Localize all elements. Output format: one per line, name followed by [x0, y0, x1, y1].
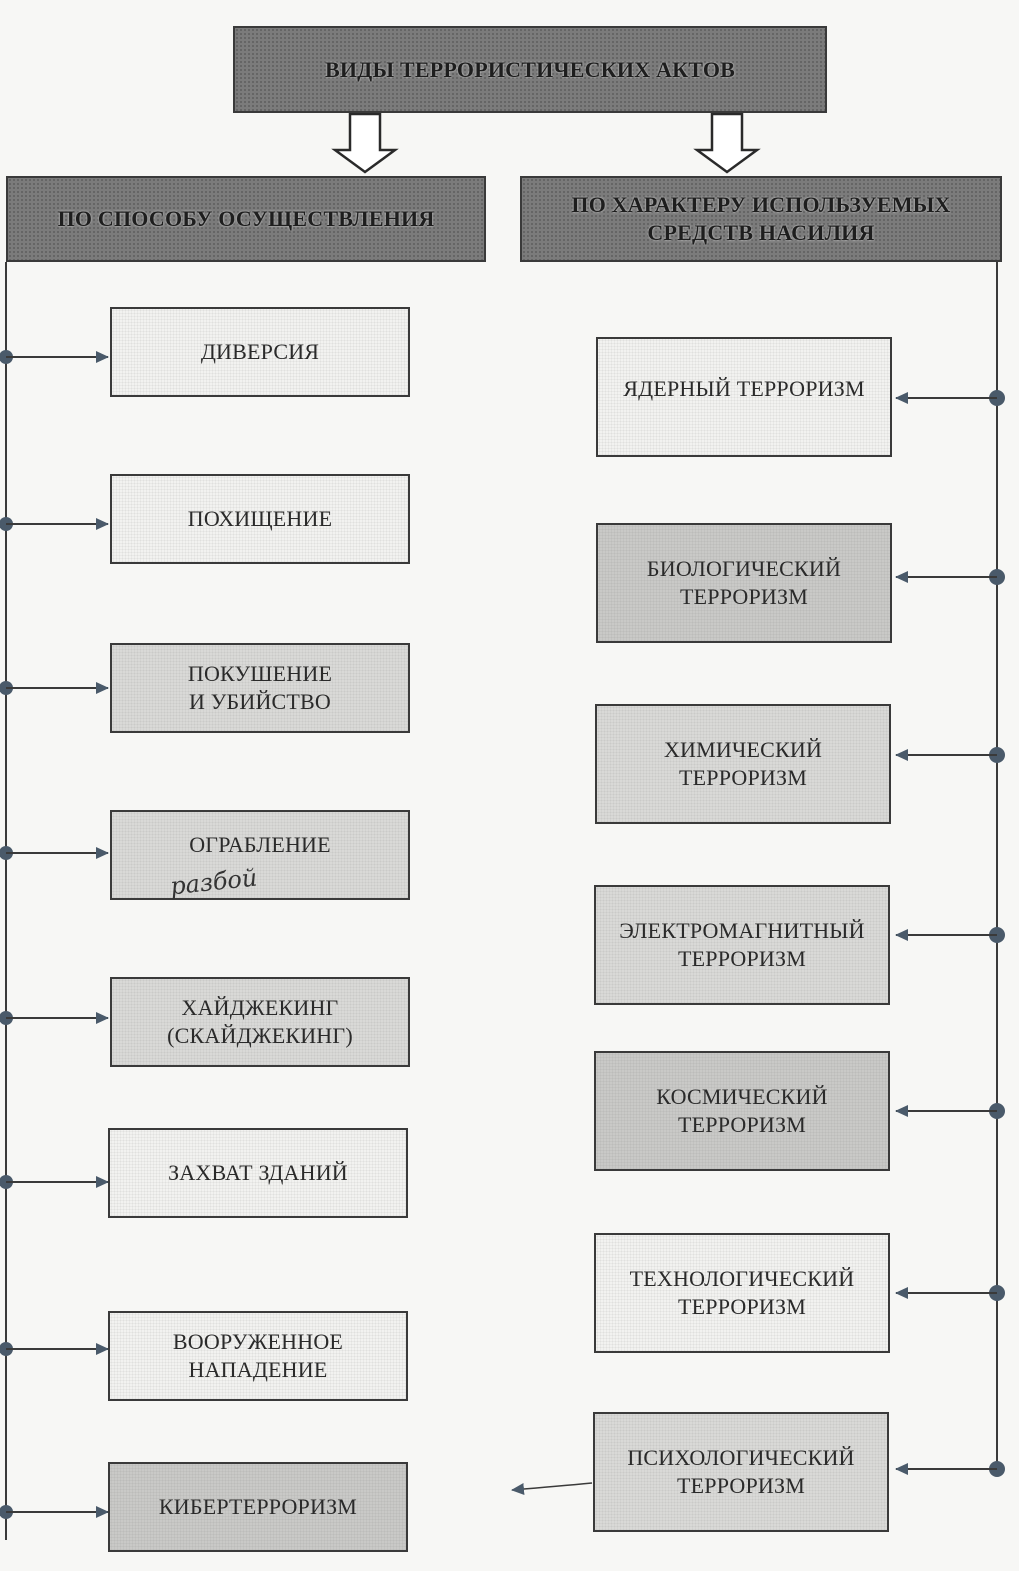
right-item: ПСИХОЛОГИЧЕСКИЙ ТЕРРОРИЗМ: [593, 1412, 889, 1532]
right-item: ХИМИЧЕСКИЙ ТЕРРОРИЗМ: [595, 704, 891, 824]
hollow-arrow-right: [693, 112, 761, 174]
left-header-text: ПО СПОСОБУ ОСУЩЕСТВЛЕНИЯ: [57, 206, 435, 231]
connector-dot: [0, 517, 13, 531]
connector-dot: [989, 569, 1005, 585]
title-text: ВИДЫ ТЕРРОРИСТИЧЕСКИХ АКТОВ: [324, 56, 736, 82]
connector-dot: [0, 1505, 13, 1519]
right-item: КОСМИЧЕСКИЙ ТЕРРОРИЗМ: [594, 1051, 890, 1171]
connector-dot: [0, 1011, 13, 1025]
connector-dot: [0, 350, 13, 364]
handdrawn-arrow: [511, 1482, 593, 1495]
right-item: ЯДЕРНЫЙ ТЕРРОРИЗМ: [596, 337, 892, 457]
left-category-header: ПО СПОСОБУ ОСУЩЕСТВЛЕНИЯ: [6, 176, 486, 262]
connector-dot: [989, 390, 1005, 406]
right-item: ТЕХНОЛОГИЧЕСКИЙ ТЕРРОРИЗМ: [594, 1233, 890, 1353]
right-item: БИОЛОГИЧЕСКИЙ ТЕРРОРИЗМ: [596, 523, 892, 643]
right-header-text: ПО ХАРАКТЕРУ ИСПОЛЬЗУЕМЫХ СРЕДСТВ НАСИЛИ…: [571, 192, 951, 245]
left-item: ХАЙДЖЕКИНГ (СКАЙДЖЕКИНГ): [110, 977, 410, 1067]
connector-dot: [989, 1285, 1005, 1301]
left-item: ОГРАБЛЕНИЕ: [110, 810, 410, 900]
diagram-title: ВИДЫ ТЕРРОРИСТИЧЕСКИХ АКТОВ: [233, 26, 827, 113]
connector-dot: [0, 1342, 13, 1356]
connector-dot: [0, 846, 13, 860]
left-item: ПОКУШЕНИЕ И УБИЙСТВО: [110, 643, 410, 733]
left-item: ДИВЕРСИЯ: [110, 307, 410, 397]
hollow-arrow-left: [331, 112, 399, 174]
left-item: ВООРУЖЕННОЕ НАПАДЕНИЕ: [108, 1311, 408, 1401]
connector-dot: [0, 681, 13, 695]
left-item: КИБЕРТЕРРОРИЗМ: [108, 1462, 408, 1552]
connector-dot: [989, 1461, 1005, 1477]
right-category-header: ПО ХАРАКТЕРУ ИСПОЛЬЗУЕМЫХ СРЕДСТВ НАСИЛИ…: [520, 176, 1002, 262]
left-item: ЗАХВАТ ЗДАНИЙ: [108, 1128, 408, 1218]
left-item: ПОХИЩЕНИЕ: [110, 474, 410, 564]
connector-dot: [0, 1175, 13, 1189]
connector-dot: [989, 1103, 1005, 1119]
right-item: ЭЛЕКТРОМАГНИТНЫЙ ТЕРРОРИЗМ: [594, 885, 890, 1005]
connector-dot: [989, 927, 1005, 943]
connector-dot: [989, 747, 1005, 763]
